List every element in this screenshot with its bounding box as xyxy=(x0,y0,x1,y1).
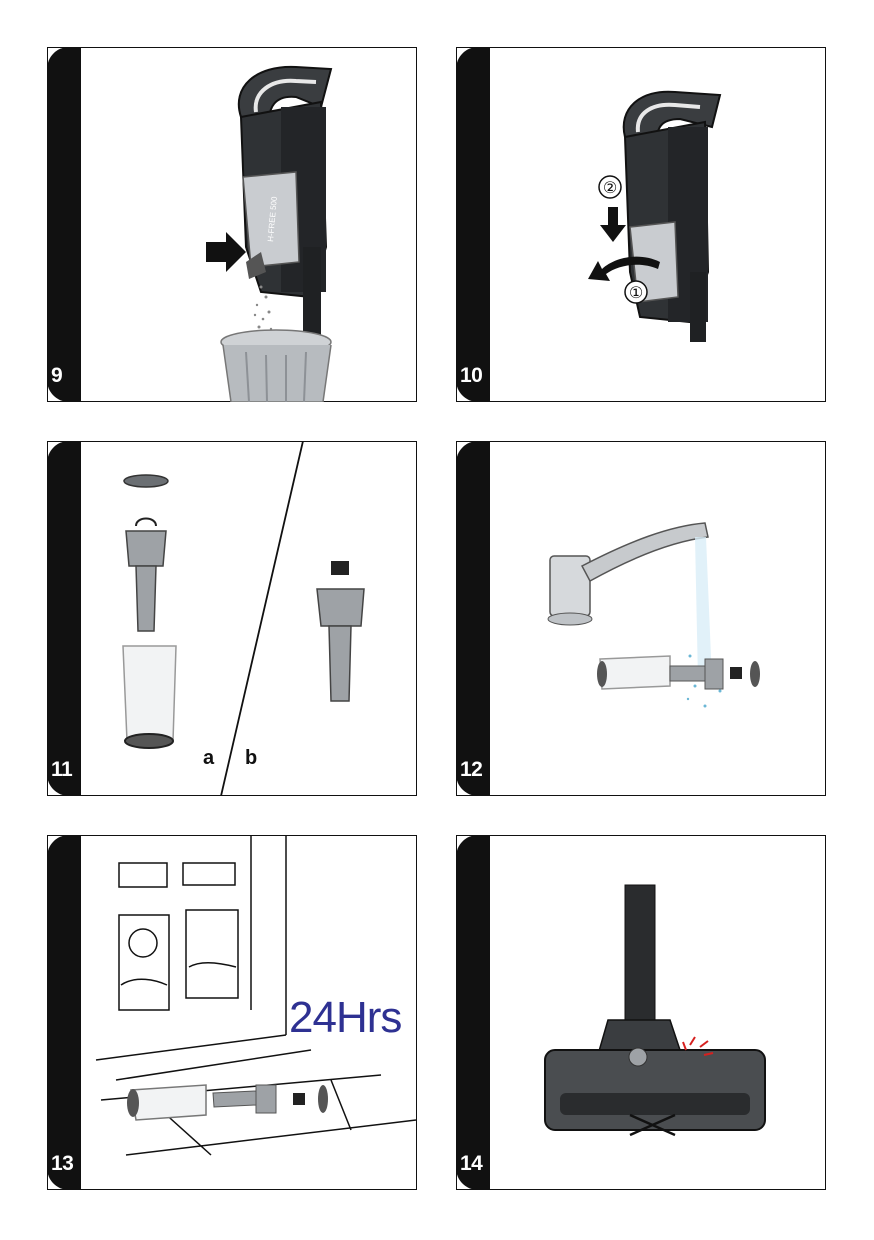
step-panel-10: 10 ② ① xyxy=(456,47,826,402)
illustration-air-dry xyxy=(95,835,417,1156)
arrow-icon xyxy=(206,232,246,272)
step-number: 12 xyxy=(460,758,483,781)
step-tab: 11 xyxy=(47,441,81,796)
panel-frame xyxy=(47,835,417,1190)
device-label: H-FREE 500 xyxy=(266,196,279,243)
step-tab: 9 xyxy=(47,47,81,402)
step-number: 14 xyxy=(460,1152,483,1175)
step-number: 10 xyxy=(460,364,483,387)
step-panel-13: 13 24Hrs xyxy=(47,835,417,1190)
drying-time-text: 24Hrs xyxy=(289,993,402,1042)
step-tab: 12 xyxy=(456,441,490,796)
rotate-arrow-icon xyxy=(588,256,660,281)
step-number: 9 xyxy=(51,364,63,387)
step-panel-14: 14 xyxy=(456,835,826,1190)
water-stream xyxy=(695,537,712,681)
step-tab: 10 xyxy=(456,47,490,402)
illustration-reattach-bin: ② ① xyxy=(588,90,722,342)
cross-mark-icon xyxy=(629,1113,676,1137)
divider-line xyxy=(220,441,304,796)
marker-2: ② xyxy=(603,178,617,197)
illustration-floor-head-warning xyxy=(544,884,766,1137)
illustration-disassemble-filter xyxy=(122,441,365,796)
step-panel-12: 12 xyxy=(456,441,826,796)
step-tab: 14 xyxy=(456,835,490,1190)
illustration-rinse-parts xyxy=(547,522,760,708)
step-panel-9: 9 H-FREE 500 xyxy=(47,47,417,402)
step-number: 13 xyxy=(51,1152,74,1175)
illustration-empty-dust-bin: H-FREE 500 xyxy=(206,65,333,402)
panel-frame xyxy=(456,441,826,796)
warning-light-icon xyxy=(682,1036,714,1056)
label-a: a xyxy=(203,747,215,769)
arrow-down-icon xyxy=(600,207,626,242)
label-b: b xyxy=(245,747,258,769)
step-number: 11 xyxy=(51,758,73,781)
marker-1: ① xyxy=(629,283,643,302)
step-panel-11: 11 a b xyxy=(47,441,417,796)
step-tab: 13 xyxy=(47,835,81,1190)
